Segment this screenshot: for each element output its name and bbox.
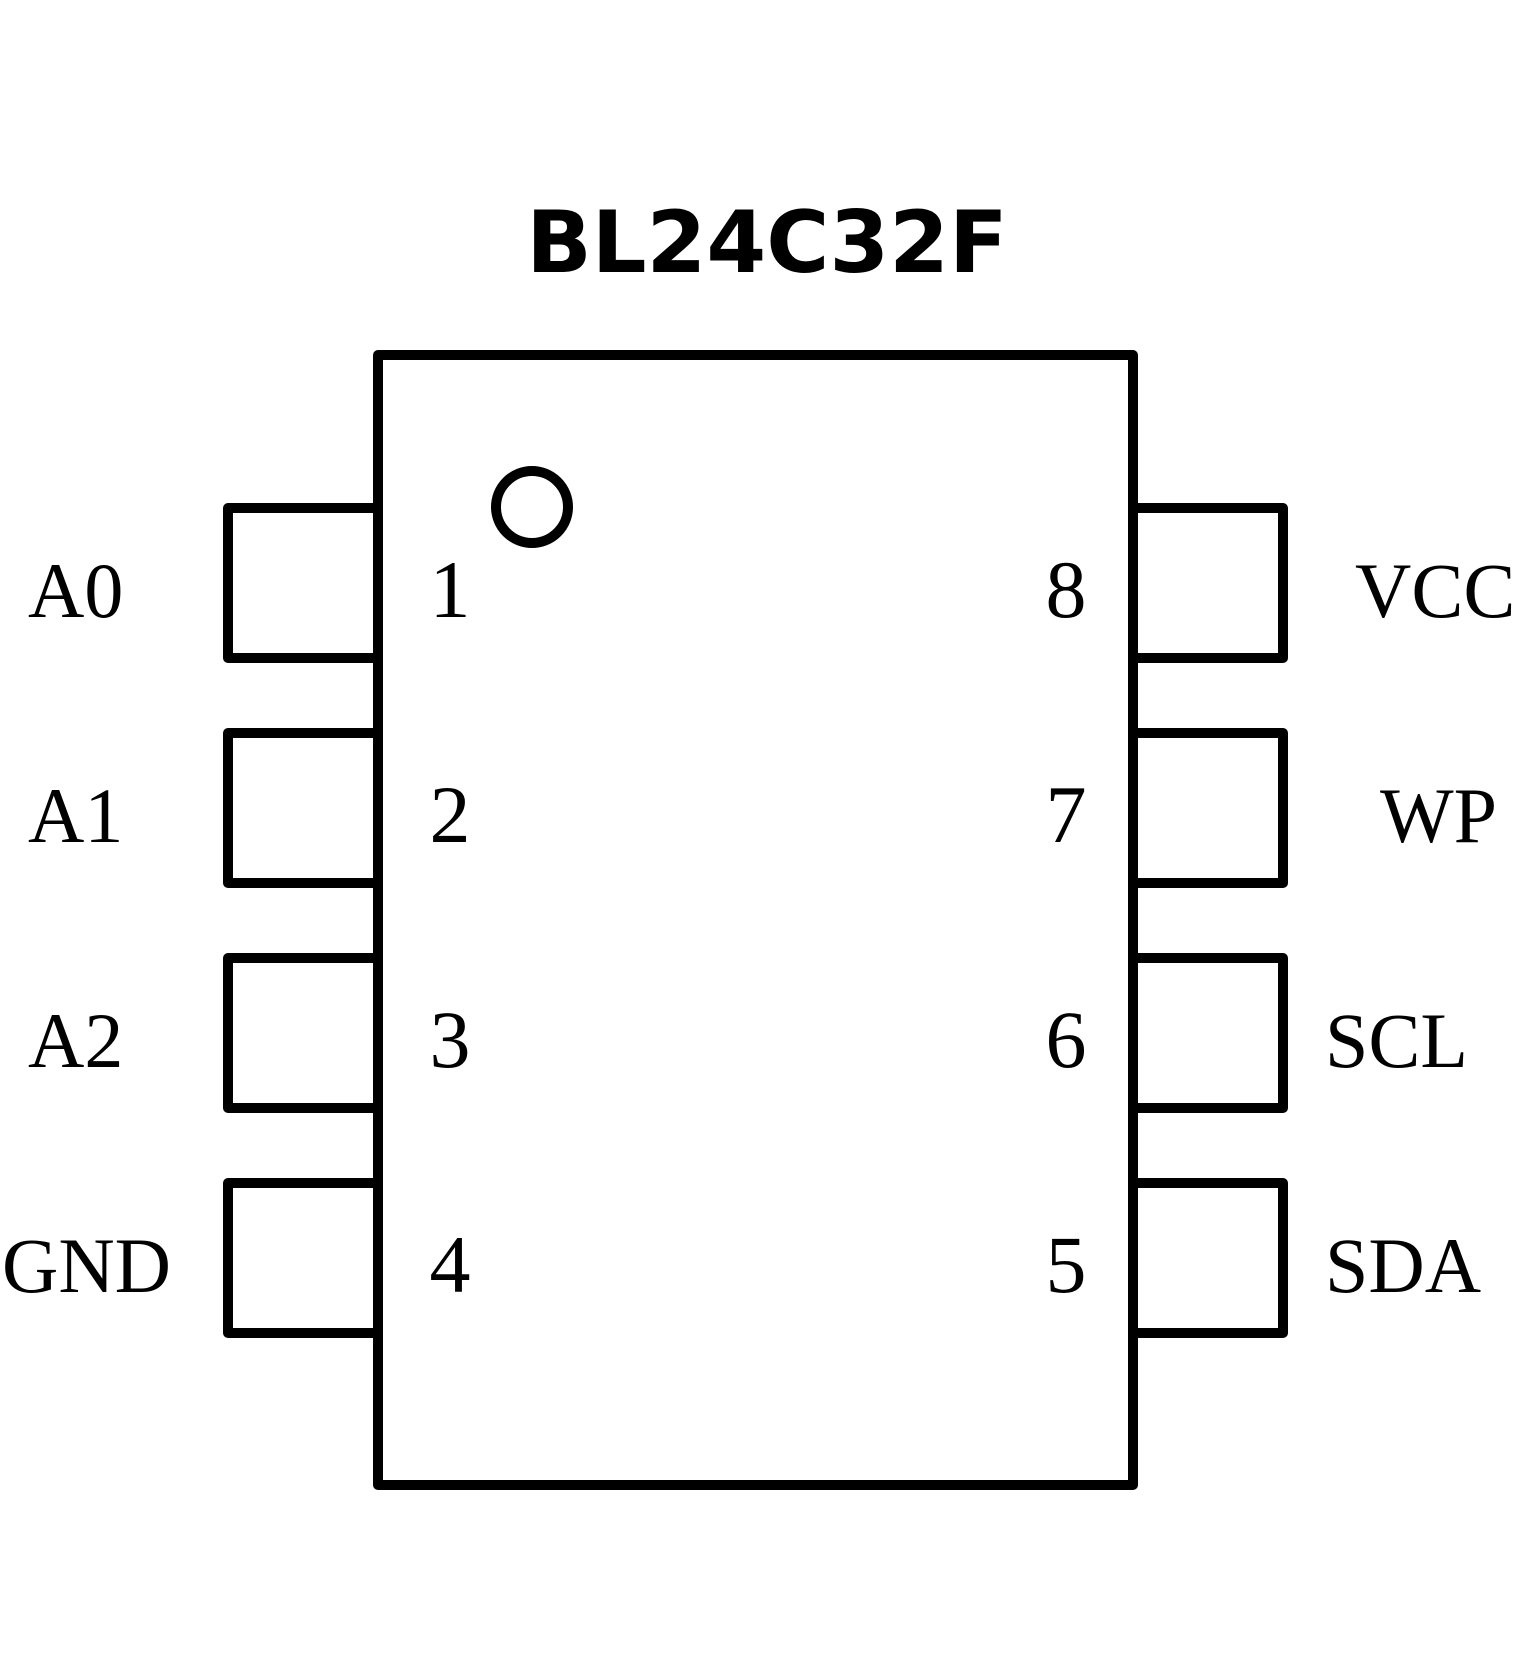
pin-pad [1128, 953, 1288, 1113]
pin-name: SCL [1325, 997, 1468, 1084]
pin-name: SDA [1325, 1222, 1481, 1309]
pin-number: 8 [1046, 544, 1087, 635]
pin-name: A2 [28, 997, 123, 1084]
pin-pad [1128, 1178, 1288, 1338]
pin1-marker-icon [491, 466, 573, 548]
pin-5: 5 SDA [1046, 1178, 1481, 1338]
pin-pad [1128, 503, 1288, 663]
ic-body [373, 350, 1138, 1490]
pin-number: 3 [430, 994, 471, 1085]
pin-name: GND [2, 1222, 171, 1309]
pin-6: 6 SCL [1046, 953, 1468, 1113]
pin-4: 4 GND [2, 1178, 471, 1338]
pin-name: VCC [1355, 547, 1515, 634]
pin-number: 5 [1046, 1219, 1087, 1310]
pin-2: 2 A1 [28, 728, 471, 888]
pin-pad [223, 503, 383, 663]
pin-name: A0 [28, 547, 123, 634]
pin-name: A1 [28, 772, 123, 859]
pin-number: 1 [430, 544, 471, 635]
pin-3: 3 A2 [28, 953, 471, 1113]
pin-number: 2 [430, 769, 471, 860]
pin-8: 8 VCC [1046, 503, 1515, 663]
pin-pad [223, 953, 383, 1113]
pin-7: 7 WP [1046, 728, 1497, 888]
pin-number: 6 [1046, 994, 1087, 1085]
pin-pad [223, 728, 383, 888]
pin-name: WP [1380, 772, 1497, 859]
chip-title: BL24C32F [526, 193, 1008, 293]
pin-pad [223, 1178, 383, 1338]
pin-1: 1 A0 [28, 503, 471, 663]
pin-number: 4 [430, 1219, 471, 1310]
pin-number: 7 [1046, 769, 1087, 860]
pin-pad [1128, 728, 1288, 888]
